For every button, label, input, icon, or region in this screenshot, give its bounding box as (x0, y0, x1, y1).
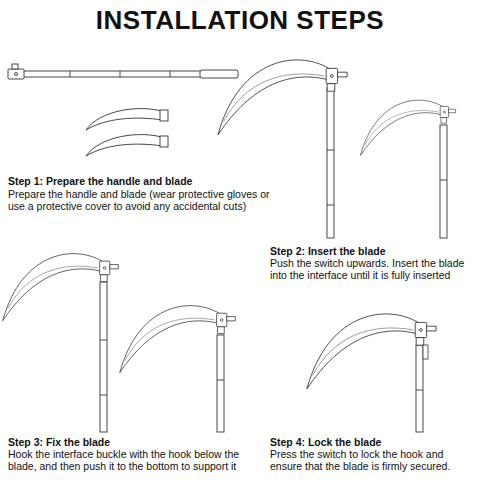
page-title: INSTALLATION STEPS (0, 6, 480, 35)
step-description: Prepare the handle and blade (wear prote… (8, 189, 270, 213)
step-heading: Step 1: Prepare the handle and blade (8, 176, 308, 188)
step-description: Push the switch upwards. Insert the blad… (270, 258, 475, 282)
step-heading: Step 2: Insert the blade (270, 246, 475, 258)
step-heading: Step 3: Fix the blade (8, 437, 263, 449)
step-heading: Step 4: Lock the blade (270, 437, 475, 449)
step-description: Hook the interface buckle with the hook … (8, 449, 270, 473)
step-description: Press the switch to lock the hook and en… (270, 449, 475, 473)
